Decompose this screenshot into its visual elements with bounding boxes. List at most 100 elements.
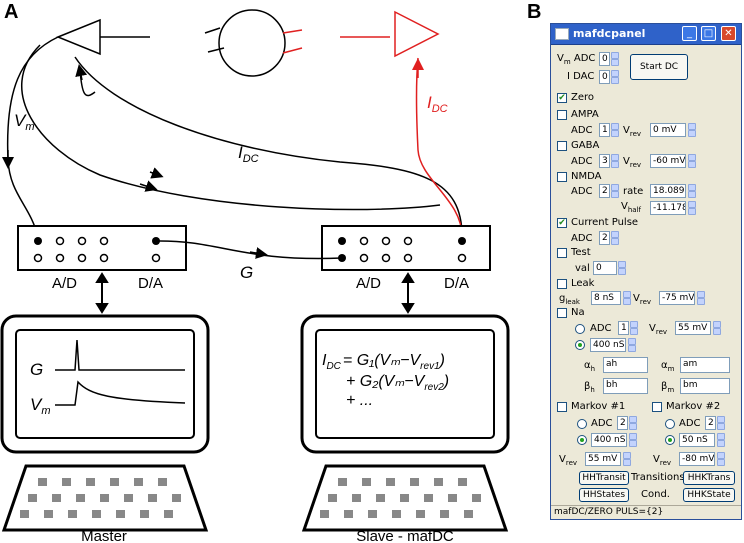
vm-adc-field[interactable]: 0 — [599, 52, 610, 66]
slave-caption: Slave - mafDC — [356, 528, 454, 543]
beta-m-field[interactable]: bm — [680, 378, 730, 394]
nmda-vhalf-spinner[interactable] — [688, 201, 696, 215]
markov2-adc-field[interactable]: 2 — [705, 416, 716, 430]
alpha-m-field[interactable]: am — [680, 357, 730, 373]
markov1-checkbox[interactable] — [557, 402, 567, 412]
hh-states-button[interactable]: HHStates — [579, 488, 629, 502]
na-cond-spinner[interactable] — [628, 338, 636, 352]
panel-b-letter: B — [527, 1, 541, 23]
nmda-rate-label: rate — [623, 186, 644, 197]
close-button[interactable]: ✕ — [721, 26, 736, 41]
vm-label: Vm — [14, 111, 35, 133]
neuron-network — [56, 9, 440, 77]
test-val-field[interactable]: 0 — [593, 261, 617, 275]
leak-g-field[interactable]: 8 nS — [591, 291, 621, 305]
markov2-adc-spinner[interactable] — [717, 416, 725, 430]
hh-transit-button[interactable]: HHTransit — [579, 471, 629, 485]
markov2-cond-radio[interactable] — [665, 435, 675, 445]
gaba-adc-spinner[interactable] — [611, 154, 619, 168]
status-text: mafDC/ZERO PULS={2} — [554, 507, 664, 517]
na-vrev-spinner[interactable] — [713, 321, 721, 335]
markov1-adc-field[interactable]: 2 — [617, 416, 628, 430]
markov1-vrev-field[interactable]: 55 mV — [585, 452, 621, 466]
pulse-adc-label: ADC — [571, 233, 593, 244]
leak-checkbox[interactable] — [557, 279, 567, 289]
idac-field[interactable]: 0 — [599, 70, 610, 84]
markov2-checkbox[interactable] — [652, 402, 662, 412]
pulse-adc-spinner[interactable] — [611, 231, 619, 245]
gaba-vrev-label: Vrev — [623, 156, 642, 169]
ampa-checkbox[interactable] — [557, 110, 567, 120]
start-dc-button[interactable]: Start DC — [630, 54, 688, 80]
alpha-h-field[interactable]: ah — [603, 357, 648, 373]
markov2-vrev-spinner[interactable] — [717, 452, 725, 466]
gaba-checkbox[interactable] — [557, 141, 567, 151]
markov2-vrev-field[interactable]: -80 mV — [679, 452, 715, 466]
nmda-checkbox[interactable] — [557, 172, 567, 182]
zero-checkbox[interactable]: ✔ — [557, 93, 567, 103]
pulse-adc-field[interactable]: 2 — [599, 231, 610, 245]
transitions-label: Transitions — [631, 472, 685, 483]
idc-red-wire — [415, 57, 463, 237]
markov1-vrev-label: Vrev — [559, 454, 578, 467]
left-neuron — [56, 18, 101, 56]
markov1-cond-field[interactable]: 400 nS — [591, 433, 627, 447]
test-val-label: val — [575, 263, 590, 274]
test-checkbox[interactable] — [557, 248, 567, 258]
markov1-cond-radio[interactable] — [577, 435, 587, 445]
test-val-spinner[interactable] — [618, 261, 626, 275]
markov2-adc-radio[interactable] — [665, 419, 675, 429]
leak-g-spinner[interactable] — [623, 291, 631, 305]
gaba-adc-field[interactable]: 3 — [599, 154, 610, 168]
idac-spinner[interactable] — [611, 70, 619, 84]
maximize-button[interactable]: □ — [701, 26, 716, 41]
leak-vrev-spinner[interactable] — [697, 291, 705, 305]
g-trace — [55, 339, 185, 371]
na-adc-spinner[interactable] — [630, 321, 638, 335]
leak-vrev-field[interactable]: -75 mV — [659, 291, 695, 305]
screen-g-label: G — [30, 360, 43, 379]
window-title: mafdcpanel — [573, 27, 646, 40]
ampa-adc-field[interactable]: 1 — [599, 123, 610, 137]
test-label: Test — [571, 247, 591, 258]
na-checkbox[interactable] — [557, 308, 567, 318]
na-cond-radio[interactable] — [575, 340, 585, 350]
nmda-adc-field[interactable]: 2 — [599, 184, 610, 198]
gaba-vrev-field[interactable]: -60 mV — [650, 154, 686, 168]
nmda-adc-spinner[interactable] — [611, 184, 619, 198]
title-bar[interactable]: mafdcpanel _ □ ✕ — [551, 24, 741, 45]
nmda-rate-spinner[interactable] — [688, 184, 696, 198]
gaba-vrev-spinner[interactable] — [688, 154, 696, 168]
nmda-rate-field[interactable]: 18.089 — [650, 184, 686, 198]
vm-adc-spinner[interactable] — [611, 52, 619, 66]
markov1-vrev-spinner[interactable] — [623, 452, 631, 466]
alpha-h-label: αh — [584, 360, 596, 373]
markov2-cond-field[interactable]: 50 nS — [679, 433, 715, 447]
na-vrev-field[interactable]: 55 mV — [675, 321, 711, 335]
window-icon — [555, 28, 569, 40]
equation-line-2: + G₂(Vₘ−Vrev2) — [346, 373, 449, 393]
markov1-adc-spinner[interactable] — [629, 416, 637, 430]
status-bar: mafDC/ZERO PULS={2} — [551, 505, 741, 519]
ampa-adc-spinner[interactable] — [611, 123, 619, 137]
nmda-vhalf-field[interactable]: -11.178 — [650, 201, 686, 215]
na-cond-field[interactable]: 400 nS — [590, 338, 626, 352]
zero-label: Zero — [571, 92, 595, 103]
current-pulse-label: Current Pulse — [571, 217, 639, 228]
center-neuron — [218, 9, 286, 77]
beta-h-field[interactable]: bh — [603, 378, 648, 394]
na-adc-field[interactable]: 1 — [618, 321, 629, 335]
ampa-vrev-field[interactable]: 0 mV — [650, 123, 686, 137]
beta-h-label: βh — [584, 381, 595, 394]
ampa-vrev-spinner[interactable] — [688, 123, 696, 137]
hhk-state-button[interactable]: HHKState — [683, 488, 735, 502]
markov1-cond-spinner[interactable] — [629, 433, 637, 447]
panel-a-letter: A — [4, 1, 18, 23]
hhk-trans-button[interactable]: HHKTrans — [683, 471, 735, 485]
current-pulse-checkbox[interactable]: ✔ — [557, 218, 567, 228]
markov1-adc-radio[interactable] — [577, 419, 587, 429]
markov2-cond-spinner[interactable] — [717, 433, 725, 447]
vm-trace — [55, 380, 186, 406]
na-adc-radio[interactable] — [575, 324, 585, 334]
minimize-button[interactable]: _ — [682, 26, 697, 41]
